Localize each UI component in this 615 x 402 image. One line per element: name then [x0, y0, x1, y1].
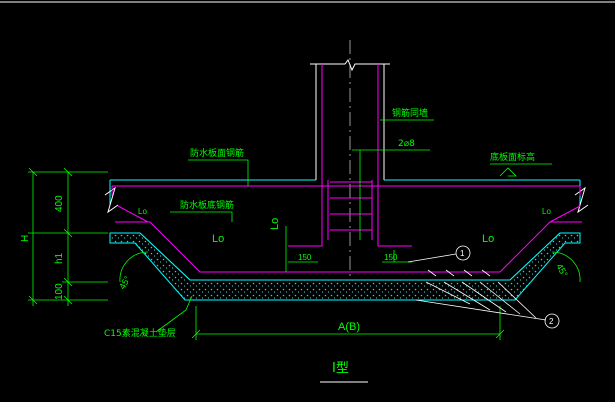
marker-circle-1: [455, 245, 471, 261]
wall-rebars: [288, 64, 412, 247]
slab-top-elev-label: 底板面标高: [490, 151, 535, 163]
angle-left-label: 45°: [117, 274, 133, 291]
dim-H: H: [20, 235, 31, 242]
concrete-cushion: [109, 232, 581, 301]
angle-arcs: [119, 251, 581, 283]
dowel-spec-label: 2⌀8: [398, 139, 415, 149]
cushion-leader: [155, 295, 193, 333]
top-rebar-label: 防水板面钢筋: [190, 147, 244, 159]
lo-vertical: Lo: [269, 218, 281, 230]
wall-dowel-label: 钢筋同墙: [392, 107, 428, 119]
break-marks: [104, 186, 589, 214]
dowel-150-dims: [288, 250, 412, 263]
dim-100: 100: [54, 283, 65, 300]
marker-leaders: [407, 253, 547, 321]
cushion-label: C15素混凝土垫层: [104, 327, 176, 339]
bottom-rebar: [115, 205, 582, 273]
width-dimension: [191, 306, 505, 340]
dim-h1: h1: [54, 252, 65, 264]
left-dimension-chain: [28, 167, 108, 306]
width-dim-label: A(B): [338, 321, 360, 333]
bottom-rebar-label: 防水板底钢筋: [180, 199, 234, 211]
lo-left-small: Lo: [138, 207, 147, 216]
dim-150-right: 150: [384, 253, 398, 262]
marker-circle-2: [544, 313, 560, 329]
lo-right-small: Lo: [542, 207, 551, 216]
marker-1-label: 1: [460, 249, 465, 258]
dim-400: 400: [54, 195, 65, 212]
angle-right-label: 45°: [554, 262, 570, 279]
lo-right: Lo: [482, 233, 494, 245]
label-leaders: [170, 119, 552, 272]
top-rebar: [111, 185, 581, 196]
marker-2-label: 2: [549, 317, 554, 326]
dim-150-left: 150: [298, 253, 312, 262]
type-title: I型: [332, 361, 349, 376]
lo-left: Lo: [212, 233, 224, 245]
wall-outline: [310, 58, 390, 180]
